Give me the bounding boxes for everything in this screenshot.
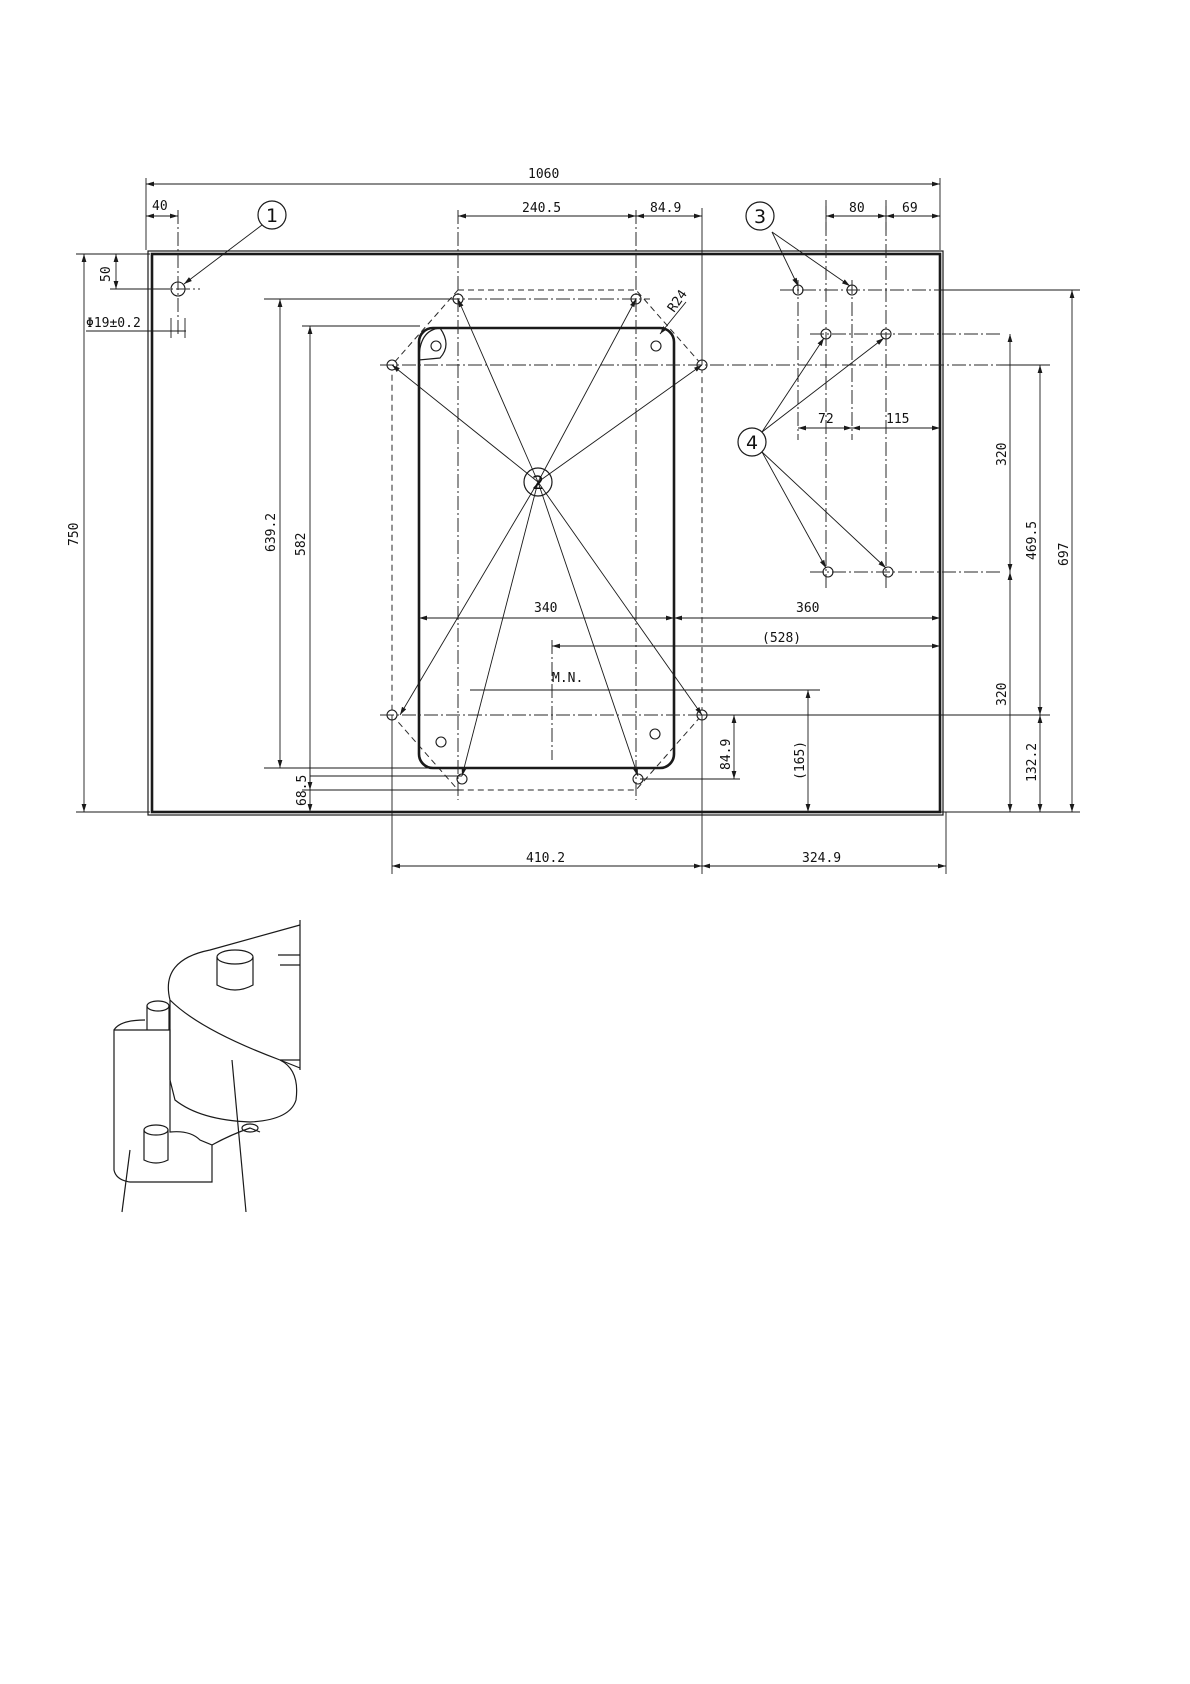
dim-50: 50 xyxy=(99,254,170,289)
svg-text:69: 69 xyxy=(902,201,918,216)
svg-text:132.2: 132.2 xyxy=(1025,743,1040,782)
svg-text:320: 320 xyxy=(995,683,1010,706)
dim-80-69: 80 69 xyxy=(826,201,940,230)
svg-text:80: 80 xyxy=(849,201,865,216)
svg-text:72: 72 xyxy=(818,412,834,427)
svg-text:115: 115 xyxy=(886,412,909,427)
dim-r24: R24 xyxy=(660,287,691,334)
svg-text:3: 3 xyxy=(754,206,766,228)
dim-72-115: 72 115 xyxy=(798,412,940,428)
svg-text:240.5: 240.5 xyxy=(522,201,561,216)
callout-1: 1 xyxy=(184,201,286,284)
dim-340-360: 340 360 xyxy=(419,601,940,618)
svg-text:2: 2 xyxy=(532,472,544,494)
svg-text:68.5: 68.5 xyxy=(295,775,310,806)
svg-text:84.9: 84.9 xyxy=(650,201,681,216)
dim-bottom: 410.2 324.9 xyxy=(392,715,946,874)
svg-text:324.9: 324.9 xyxy=(802,851,841,866)
dim-84-bottom: 84.9 xyxy=(640,715,740,779)
holes-3-4 xyxy=(762,200,1000,590)
svg-text:697: 697 xyxy=(1057,543,1072,566)
svg-text:M.N.: M.N. xyxy=(552,671,583,686)
mounting-area-2 xyxy=(270,210,1000,800)
dim-overall-height: 750 xyxy=(67,254,150,812)
svg-text:750: 750 xyxy=(67,523,82,546)
dim-1060-label: 1060 xyxy=(528,167,559,182)
svg-text:(528): (528) xyxy=(762,631,801,646)
svg-text:469.5: 469.5 xyxy=(1025,521,1040,560)
dim-320-pair: 320 320 xyxy=(940,334,1080,812)
dim-132: 132.2 xyxy=(1025,715,1040,812)
callout-2: 2 xyxy=(524,468,552,496)
dim-582: 582 xyxy=(294,326,462,790)
svg-text:50: 50 xyxy=(99,266,114,282)
svg-text:R24: R24 xyxy=(665,287,691,315)
callout-3: 3 xyxy=(746,202,774,230)
svg-text:639.2: 639.2 xyxy=(264,513,279,552)
svg-text:(165): (165) xyxy=(793,741,808,780)
svg-text:320: 320 xyxy=(995,443,1010,466)
svg-text:84.9: 84.9 xyxy=(719,739,734,770)
svg-text:4: 4 xyxy=(746,432,758,454)
svg-text:410.2: 410.2 xyxy=(526,851,565,866)
dim-40: 40 xyxy=(146,199,178,216)
dim-top-central: 240.5 84.9 xyxy=(458,201,702,365)
callout-4: 4 xyxy=(738,428,766,456)
svg-text:Φ19±0.2: Φ19±0.2 xyxy=(86,316,141,331)
isometric-sketch xyxy=(114,920,300,1212)
svg-text:360: 360 xyxy=(796,601,819,616)
svg-text:340: 340 xyxy=(534,601,557,616)
svg-text:582: 582 xyxy=(294,533,309,556)
dim-hole-diameter: Φ19±0.2 xyxy=(86,316,186,338)
svg-text:40: 40 xyxy=(152,199,168,214)
dim-528: (528) xyxy=(552,631,940,646)
dim-165: (165) xyxy=(793,690,808,812)
svg-text:1: 1 xyxy=(266,205,278,227)
dim-469: 469.5 xyxy=(700,365,1050,715)
label-mn: M.N. xyxy=(470,671,820,690)
